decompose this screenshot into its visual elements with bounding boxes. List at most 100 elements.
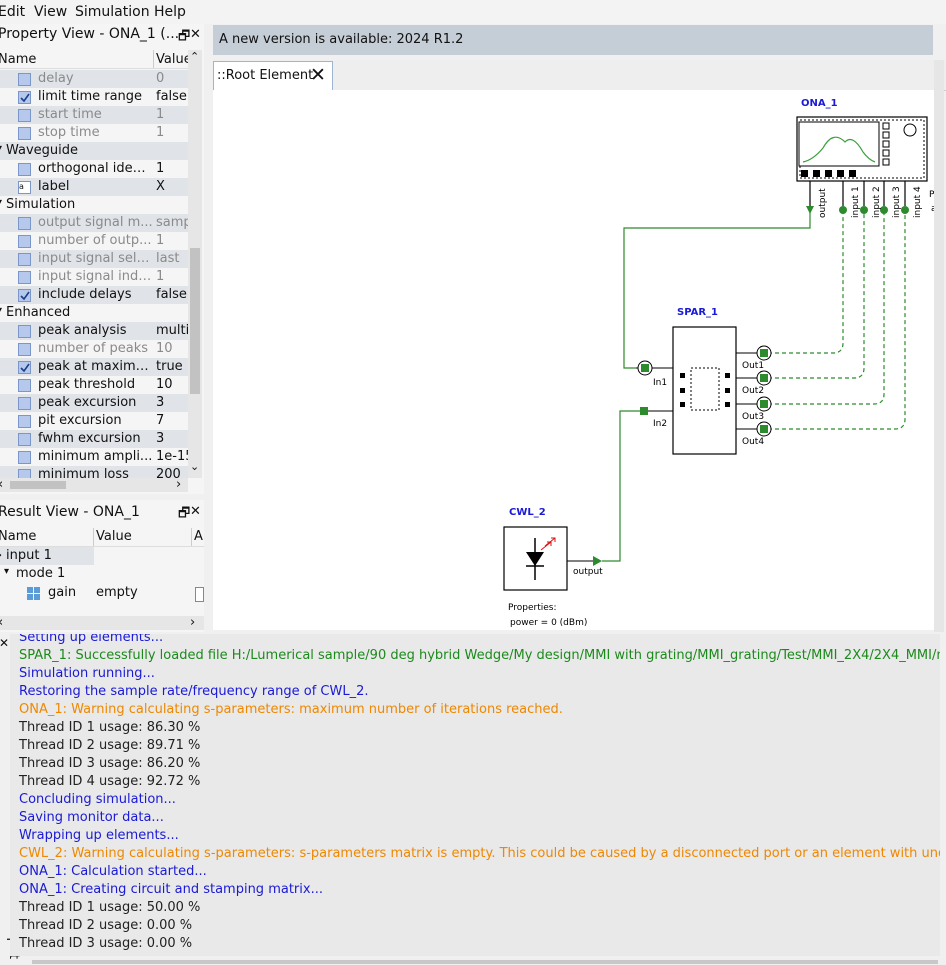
tab-bar: ::Root Element ✕ — [213, 60, 946, 91]
log-line: Concluding simulation... — [19, 792, 176, 807]
property-name: number of outp... — [38, 233, 152, 248]
property-row[interactable]: start time 1 — [0, 106, 188, 124]
property-name: start time — [38, 107, 102, 122]
property-value[interactable]: 1 — [156, 233, 165, 248]
property-value[interactable]: last — [156, 251, 180, 266]
canvas-vscroll[interactable] — [934, 60, 944, 632]
log-line: Thread ID 2 usage: 0.00 % — [19, 918, 193, 933]
chevron-right-icon[interactable]: › — [190, 615, 196, 630]
result-view-panel: Result View - ONA_1 🗗 ✕ Name Value A › i… — [0, 500, 204, 632]
tree-item-gain[interactable]: gain empty — [0, 584, 204, 602]
checkbox-icon — [18, 289, 31, 302]
col-name-header[interactable]: Name — [0, 52, 37, 67]
property-value[interactable]: samp — [156, 215, 188, 230]
property-value[interactable]: 0 — [156, 71, 165, 86]
chevron-up-icon[interactable]: ⌃ — [190, 50, 200, 63]
chevron-down-icon[interactable]: ▾ — [4, 566, 10, 577]
output-side-tab[interactable]: ✕ Output — [0, 634, 21, 965]
property-value[interactable]: 7 — [156, 413, 165, 428]
property-name: peak analysis — [38, 323, 127, 338]
float-icon[interactable]: 🗗 — [178, 506, 191, 521]
close-icon[interactable]: ✕ — [190, 504, 201, 519]
cwl-properties-label: Properties: — [508, 603, 557, 613]
menu-edit[interactable]: Edit — [0, 4, 26, 20]
hscroll-thumb[interactable] — [10, 481, 66, 489]
property-row[interactable]: orthogonal iden...1 — [0, 160, 188, 178]
checkbox[interactable] — [195, 587, 204, 602]
close-icon[interactable]: ✕ — [190, 27, 201, 42]
property-name: input signal index — [38, 269, 153, 284]
menu-view[interactable]: View — [34, 4, 68, 20]
col-value-header[interactable]: Value — [96, 529, 132, 544]
property-value[interactable]: 10 — [156, 377, 173, 392]
tab-root-element[interactable]: ::Root Element ✕ — [213, 61, 333, 90]
property-row[interactable]: minimum ampli...1e-15 — [0, 448, 188, 466]
property-row[interactable]: number of outp... 1 — [0, 232, 188, 250]
output-log[interactable]: Setting up elements...SPAR_1: Successful… — [10, 634, 940, 956]
tree-item-input1[interactable]: › input 1 — [0, 547, 94, 565]
property-value[interactable]: 3 — [156, 395, 165, 410]
property-row[interactable]: output signal m...samp — [0, 214, 188, 232]
property-name: limit time range — [38, 89, 143, 104]
property-icon — [18, 253, 31, 266]
property-row[interactable]: ▾Simulation — [0, 196, 188, 214]
property-row[interactable]: input signal sele...last — [0, 250, 188, 268]
tree-item-mode1[interactable]: ▾ mode 1 — [0, 565, 190, 583]
chevron-left-icon[interactable]: ‹ — [0, 477, 3, 492]
property-row[interactable]: limit time range false — [0, 88, 188, 106]
property-value[interactable]: X — [156, 179, 165, 194]
spar-port-out3: Out3 — [742, 412, 764, 422]
property-value[interactable]: 3 — [156, 431, 165, 446]
menu-help[interactable]: Help — [154, 4, 186, 20]
float-icon[interactable]: 🗗 — [178, 29, 191, 44]
chevron-down-icon[interactable]: ▾ — [0, 143, 2, 154]
chevron-right-icon[interactable]: › — [176, 477, 182, 492]
tab-label: ::Root Element — [217, 68, 314, 83]
log-line: Setting up elements... — [19, 634, 164, 645]
menu-simulation[interactable]: Simulation — [75, 4, 150, 20]
property-hscroll[interactable]: ‹ › — [0, 477, 188, 492]
property-value[interactable]: false — [156, 89, 187, 104]
property-row[interactable]: peak analysis multi — [0, 322, 188, 340]
property-value[interactable]: multi — [156, 323, 188, 338]
log-hscroll[interactable] — [32, 960, 938, 964]
property-value[interactable]: 1 — [156, 161, 165, 176]
close-icon[interactable]: ✕ — [0, 636, 10, 650]
ona-edge-text-2: a — [931, 204, 934, 214]
property-view-panel: Property View - ONA_1 (... 🗗 ✕ Name Valu… — [0, 24, 204, 494]
property-value[interactable]: 10 — [156, 341, 173, 356]
col-name-header[interactable]: Name — [0, 529, 37, 544]
chevron-left-icon[interactable]: ‹ — [0, 615, 3, 630]
property-value[interactable]: 1 — [156, 107, 165, 122]
property-row[interactable]: ▾Enhanced — [0, 304, 188, 322]
result-hscroll[interactable]: ‹ › — [0, 615, 204, 630]
property-value[interactable]: 1e-15 — [156, 449, 188, 464]
chevron-down-icon[interactable]: ▾ — [0, 305, 2, 316]
log-line: Restoring the sample rate/frequency rang… — [19, 684, 369, 699]
col-value-header[interactable]: Value — [156, 52, 192, 67]
property-value[interactable]: false — [156, 287, 187, 302]
scroll-thumb[interactable] — [190, 248, 200, 394]
col-a-header[interactable]: A — [194, 529, 203, 544]
schematic-canvas[interactable]: ONA_1 output input 1 input 2 input 3 inp… — [213, 90, 934, 630]
property-row[interactable]: ▾Waveguide — [0, 142, 188, 160]
chevron-down-icon[interactable]: ▾ — [0, 197, 2, 208]
chevron-down-icon[interactable]: ⌄ — [190, 460, 200, 473]
property-vscroll[interactable]: ⌃ ⌄ — [188, 50, 202, 478]
property-icon — [18, 271, 31, 284]
property-value[interactable]: 1 — [156, 269, 165, 284]
property-value[interactable]: true — [156, 359, 183, 374]
close-icon[interactable]: ✕ — [310, 64, 326, 86]
property-value[interactable]: 1 — [156, 125, 165, 140]
